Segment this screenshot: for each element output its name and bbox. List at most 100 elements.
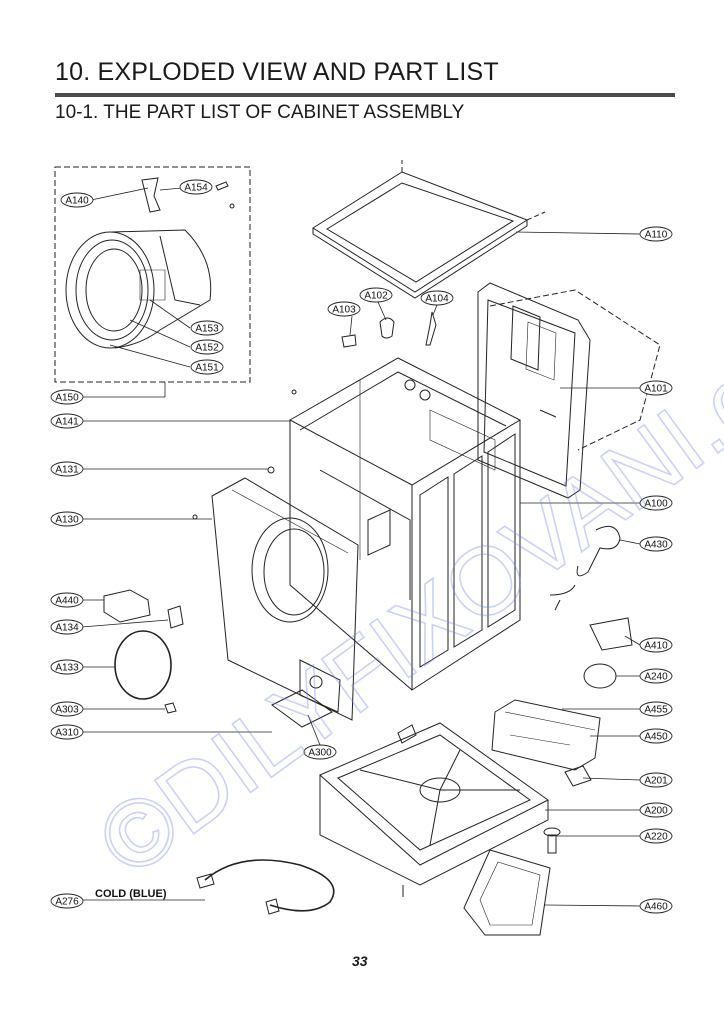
callout-bubble	[190, 320, 224, 336]
callout-bubble	[359, 287, 393, 303]
callout-a276: A276	[50, 893, 84, 909]
callout-bubble	[639, 802, 673, 818]
callout-a440: A440	[50, 592, 84, 608]
title-rule	[55, 93, 675, 97]
callout-label: A130	[55, 515, 79, 526]
callout-bubble	[420, 290, 454, 306]
callout-bubble	[50, 893, 84, 909]
callout-bubble	[639, 668, 673, 684]
callout-label: A133	[55, 663, 79, 674]
callout-bubble	[639, 828, 673, 844]
callout-a455: A455	[639, 701, 673, 717]
callout-a200: A200	[639, 802, 673, 818]
callout-label: A154	[184, 183, 208, 194]
callout-label: A103	[332, 305, 356, 316]
callout-bubble	[639, 772, 673, 788]
callout-bubble	[639, 226, 673, 242]
callout-a130: A130	[50, 511, 84, 527]
callout-bubble	[50, 659, 84, 675]
callout-a151: A151	[190, 359, 224, 375]
callout-a240: A240	[639, 668, 673, 684]
callout-label: A303	[55, 705, 79, 716]
callout-label: A100	[644, 499, 668, 510]
callout-bubble	[50, 724, 84, 740]
leader-lines	[80, 187, 641, 907]
callout-bubble	[190, 359, 224, 375]
callout-label: A310	[55, 728, 79, 739]
callout-a140: A140	[60, 192, 94, 208]
page-number: 33	[352, 953, 368, 969]
water-hose-art	[196, 859, 335, 915]
door-assembly-box	[54, 166, 251, 383]
callout-a430: A430	[639, 536, 673, 552]
door-assembly-art	[65, 177, 235, 349]
callout-a101: A101	[639, 380, 673, 396]
callout-bubble	[50, 389, 84, 405]
callout-label: A140	[65, 196, 89, 207]
callout-bubble	[327, 301, 361, 317]
top-plate-art	[312, 160, 546, 299]
callout-bubble	[303, 744, 337, 760]
right-parts-art	[463, 765, 592, 936]
callout-a450: A450	[639, 728, 673, 744]
callout-bubble	[190, 339, 224, 355]
callout-label: A440	[55, 596, 79, 607]
callout-bubble	[639, 701, 673, 717]
callout-bubble	[50, 413, 84, 429]
callout-bubble	[50, 701, 84, 717]
callout-label: A450	[644, 732, 668, 743]
callout-a103: A103	[327, 301, 361, 317]
callout-label: A150	[55, 393, 79, 404]
base-frame-art	[319, 722, 549, 897]
callout-label: A104	[425, 294, 449, 305]
callout-bubble	[179, 179, 213, 195]
back-panel-art	[477, 282, 661, 499]
page-title: 10. EXPLODED VIEW AND PART LIST	[55, 58, 499, 86]
callout-a150: A150	[50, 389, 84, 405]
callout-a153: A153	[190, 320, 224, 336]
callout-a152: A152	[190, 339, 224, 355]
callout-a131: A131	[50, 461, 84, 477]
callout-a110: A110	[639, 226, 673, 242]
callout-bubble	[639, 637, 673, 653]
callout-label: A102	[364, 291, 388, 302]
callout-bubble	[50, 511, 84, 527]
callout-label: A300	[308, 748, 332, 759]
callout-label: A134	[55, 623, 79, 634]
callout-label: A410	[644, 641, 668, 652]
callout-a100: A100	[639, 495, 673, 511]
section-title: 10-1. THE PART LIST OF CABINET ASSEMBLY	[55, 102, 465, 123]
callout-a141: A141	[50, 413, 84, 429]
callout-a303: A303	[50, 701, 84, 717]
callout-label: A240	[644, 672, 668, 683]
callout-a154: A154	[179, 179, 213, 195]
cabinet-art	[288, 357, 522, 691]
callout-label: A460	[644, 902, 668, 913]
callout-label: A276	[55, 897, 79, 908]
callout-label: A131	[55, 465, 79, 476]
callout-bubble	[50, 619, 84, 635]
callout-label: A430	[644, 540, 668, 551]
callout-a134: A134	[50, 619, 84, 635]
callout-label: A220	[644, 832, 668, 843]
callout-bubble	[639, 380, 673, 396]
callout-bubble	[639, 728, 673, 744]
callout-a220: A220	[639, 828, 673, 844]
callout-a102: A102	[359, 287, 393, 303]
callout-label: A110	[645, 230, 668, 241]
callout-a310: A310	[50, 724, 84, 740]
control-pcb-art	[491, 699, 601, 771]
callout-a133: A133	[50, 659, 84, 675]
callout-bubble	[50, 461, 84, 477]
callout-bubble	[639, 495, 673, 511]
callout-a201: A201	[639, 772, 673, 788]
hose-color-note: COLD (BLUE)	[95, 888, 167, 900]
callout-label: A201	[644, 776, 668, 787]
callout-a104: A104	[420, 290, 454, 306]
callout-bubble	[60, 192, 94, 208]
callout-bubble	[639, 536, 673, 552]
callout-label: A200	[644, 806, 668, 817]
callout-label: A153	[195, 324, 219, 335]
front-panel-art	[211, 477, 359, 728]
